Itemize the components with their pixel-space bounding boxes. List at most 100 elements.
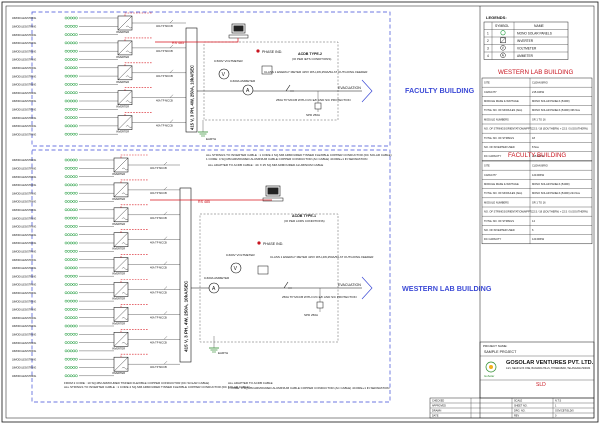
inverter-icon xyxy=(500,37,506,44)
spec-key: MODULE NUMBERS xyxy=(484,200,509,204)
western-mccb-icon xyxy=(163,161,168,166)
solar-panel-icon xyxy=(64,24,78,28)
info-field-label: DRG. NO. xyxy=(514,410,526,413)
solar-panel-icon xyxy=(64,16,78,20)
solar-panel-icon xyxy=(64,274,78,278)
solar-panel-icon xyxy=(64,225,78,228)
faculty-string-label: 18MODULES/STRING xyxy=(12,100,36,103)
spec-key: CAPACITY xyxy=(484,173,497,177)
solar-panel-icon xyxy=(64,308,78,311)
spec-value: SR 1 TO 16 xyxy=(532,117,546,121)
faculty-note-1: ALL STRINGS TO INVERTER CABLE : 1 CORE 4… xyxy=(206,153,392,157)
western-acdb-title: ACDB TYPE-1 xyxy=(292,214,316,218)
drawing-type-label: SLD xyxy=(536,382,546,388)
spec-value: MONO SOLAR PANELS (540W) 224 Nos xyxy=(532,191,581,195)
spec-value: CLEAN BRIO xyxy=(532,164,548,168)
inverter-icon xyxy=(117,15,133,31)
western-mccb-label: 40A TP MCCB xyxy=(150,216,167,220)
spec-key: TOTAL NO. OF STRINGS xyxy=(484,136,514,140)
faculty-string-label: 18MODULES/STRING xyxy=(12,109,36,112)
faculty-rs485-cable xyxy=(124,12,152,16)
company-name: GOSOLAR VENTURES PVT. LTD. xyxy=(506,360,594,366)
inverter-icon xyxy=(117,40,133,56)
faculty-string-label: 18MODULES/STRING xyxy=(12,17,36,20)
western-inverter-label: INVERTER xyxy=(112,297,125,301)
western-ammeter-icon xyxy=(208,282,220,294)
info-field-label: CHECKED xyxy=(432,400,444,403)
western-string-label: 18MODULES/STRING xyxy=(12,201,36,204)
faculty-mccb-label: 40A TP MCCB xyxy=(156,99,173,103)
western-note-3: ALL ADAPTER TO ACDB CABLE xyxy=(228,381,273,385)
spec-key: NO. OF INVERTER USED xyxy=(484,228,515,232)
faculty-string-label: 18MODULES/STRING xyxy=(12,125,36,128)
solar-panel-icon xyxy=(64,91,78,95)
western-mccb-icon xyxy=(163,186,168,191)
info-field-label: REV xyxy=(514,415,519,418)
western-mccb-label: 40A TP MCCB xyxy=(150,291,167,295)
solar-panel-icon xyxy=(64,316,78,320)
western-inverter-label: INVERTER xyxy=(112,321,125,325)
solar-panel-icon xyxy=(64,33,78,36)
western-mccb-label: 40A TP MCCB xyxy=(150,340,167,344)
western-mccb-label: 40A TP MCCB xyxy=(150,241,167,245)
spec-key: MODULE MAKE & WATTAGE xyxy=(484,182,519,186)
spec-key: TOTAL NO. OF MODULES (Nos) xyxy=(484,191,522,195)
western-spd-icon xyxy=(316,301,324,309)
western-mccb-icon xyxy=(163,361,168,365)
solar-panel-icon xyxy=(64,58,78,61)
western-string-label: 18MODULES/STRING xyxy=(12,159,36,162)
faculty-rs485-label: RS 485 xyxy=(172,41,184,45)
western-evacuation-arrow xyxy=(361,276,373,300)
western-string-label: 18MODULES/STRING xyxy=(12,325,36,328)
inverter-icon xyxy=(113,232,129,247)
solar-panel-icon xyxy=(64,191,78,195)
spec-value: 18 xyxy=(532,136,535,140)
voltmeter-icon: V xyxy=(500,45,506,51)
faculty-ammeter-symbol: A xyxy=(246,88,250,94)
western-ammeter-label: 0-600A AMMETER xyxy=(204,276,230,280)
faculty-spd-icon xyxy=(314,102,322,110)
svg-text:A: A xyxy=(502,54,505,58)
inverter-icon xyxy=(113,332,129,347)
faculty-string-label: 18MODULES/STRING xyxy=(12,42,36,45)
western-mccb-label: 250A TP MCCB WITH O/C E/F AND S/C PROTEC… xyxy=(282,295,357,299)
western-evacuation-label: EVACUATION xyxy=(338,283,361,287)
western-string-label: 18MODULES/STRING xyxy=(12,184,36,187)
spec-value: MONO SOLAR PANELS (540W) 336 Nos xyxy=(532,108,581,112)
western-string-label: 18MODULES/STRING xyxy=(12,242,36,245)
western-string-label: 18MODULES/STRING xyxy=(12,209,36,212)
western-inverter-label: INVERTER xyxy=(112,346,125,350)
company-address: 14/1, NEAR GVK ONE, BANJARA HILLS, HYDER… xyxy=(506,367,591,370)
info-field-value: 1 xyxy=(555,405,557,408)
faculty-voltmeter-label: 0-500V VOLTMETER xyxy=(214,59,243,63)
faculty-energy-meter-icon xyxy=(261,65,273,75)
western-monitoring-computer-icon xyxy=(262,185,284,202)
western-rs485-cable xyxy=(120,329,148,333)
faculty-mccb-label: 40A TP MCCB xyxy=(156,74,173,78)
spec-key: NO. OF STRINGS/ORIENTATION(MPPT) xyxy=(484,210,532,214)
western-string-label: 18MODULES/STRING xyxy=(12,334,36,337)
western-string-label: 18MODULES/STRING xyxy=(12,234,36,237)
legend-title: LEGENDS: xyxy=(486,15,507,20)
western-rs485-cable xyxy=(120,204,148,208)
solar-panel-icon xyxy=(64,258,78,261)
spec-value: 215.04KW xyxy=(532,154,545,158)
western-mccb-icon xyxy=(163,236,168,240)
faculty-mccb-label: 40A TP MCCB xyxy=(156,24,173,28)
logo-text: GoSolar xyxy=(484,374,494,378)
faculty-acdb-subtitle: (IO PER IETS CONDITIONS) xyxy=(292,57,331,61)
solar-panel-icon xyxy=(64,132,78,136)
faculty-evacuation-label: EVACUATION xyxy=(338,86,361,90)
western-string-label: 18MODULES/STRING xyxy=(12,275,36,278)
western-voltmeter-symbol: V xyxy=(234,266,238,272)
western-string-label: 18MODULES/STRING xyxy=(12,192,36,195)
inverter-icon xyxy=(113,356,129,372)
faculty-string-label: 18MODULES/STRING xyxy=(12,133,36,136)
faculty-ammeter-label: 0-600A AMMETER xyxy=(230,79,256,83)
faculty-mccb-icon xyxy=(169,94,174,98)
legend-row-number: 4 xyxy=(487,54,489,58)
ammeter-icon: A xyxy=(500,52,506,58)
western-spd-label: SPD 250A xyxy=(304,313,318,317)
